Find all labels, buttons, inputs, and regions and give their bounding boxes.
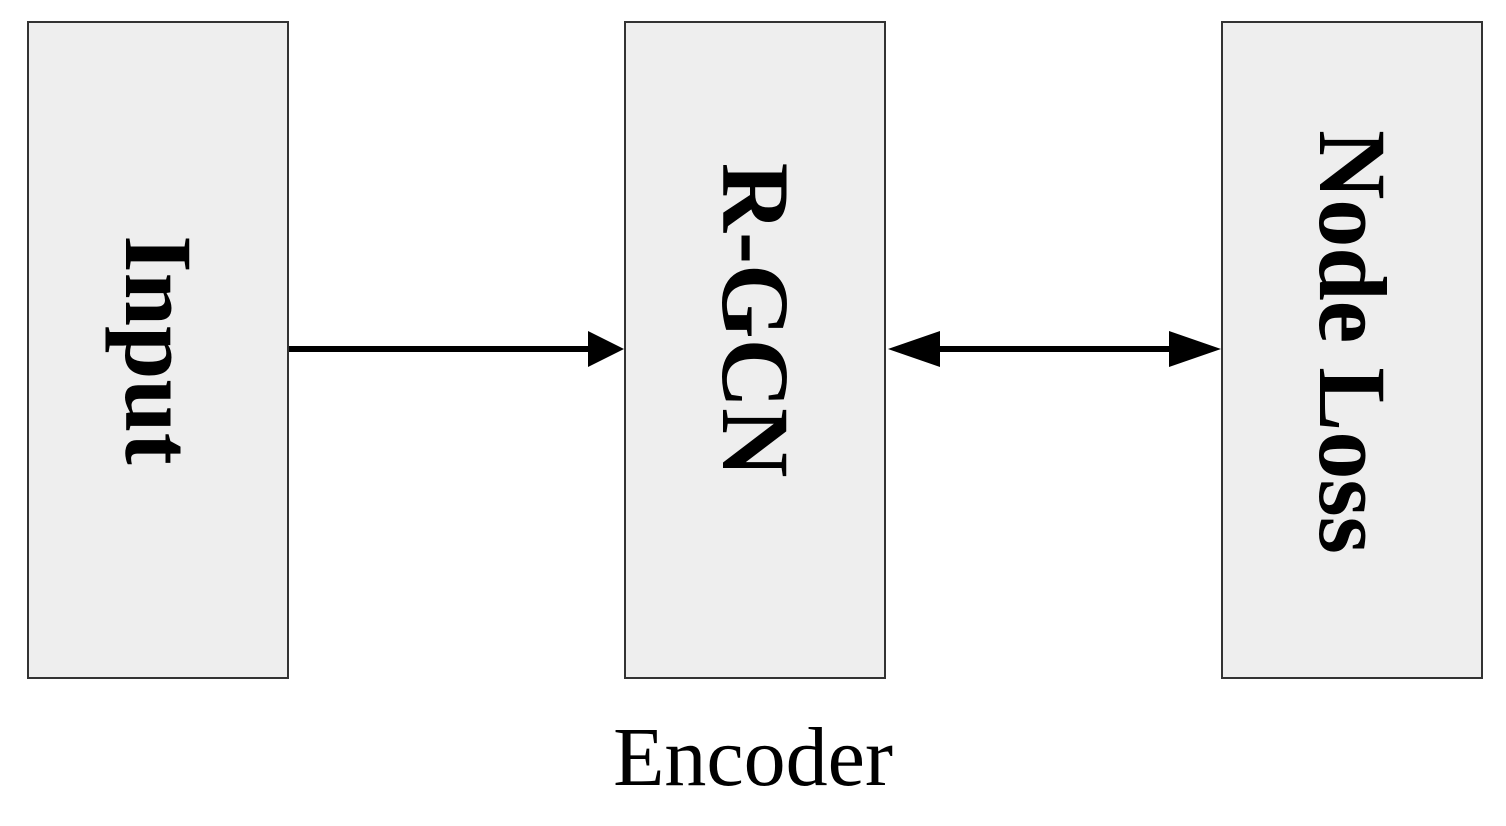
input-block-label: Input — [105, 235, 212, 465]
arrow-rgcn-node-loss-head-left — [888, 331, 940, 367]
node-loss-block: Node Loss — [1221, 21, 1483, 679]
diagram-caption: Encoder — [613, 711, 893, 804]
rgcn-block: R-GCN — [624, 21, 886, 679]
input-block: Input — [27, 21, 289, 679]
rgcn-block-label: R-GCN — [702, 162, 809, 478]
arrow-rgcn-node-loss — [888, 331, 1221, 367]
arrow-input-to-rgcn-head — [588, 331, 624, 367]
arrow-input-to-rgcn — [289, 331, 624, 367]
arrow-rgcn-node-loss-head-right — [1169, 331, 1221, 367]
node-loss-block-label: Node Loss — [1299, 129, 1406, 555]
